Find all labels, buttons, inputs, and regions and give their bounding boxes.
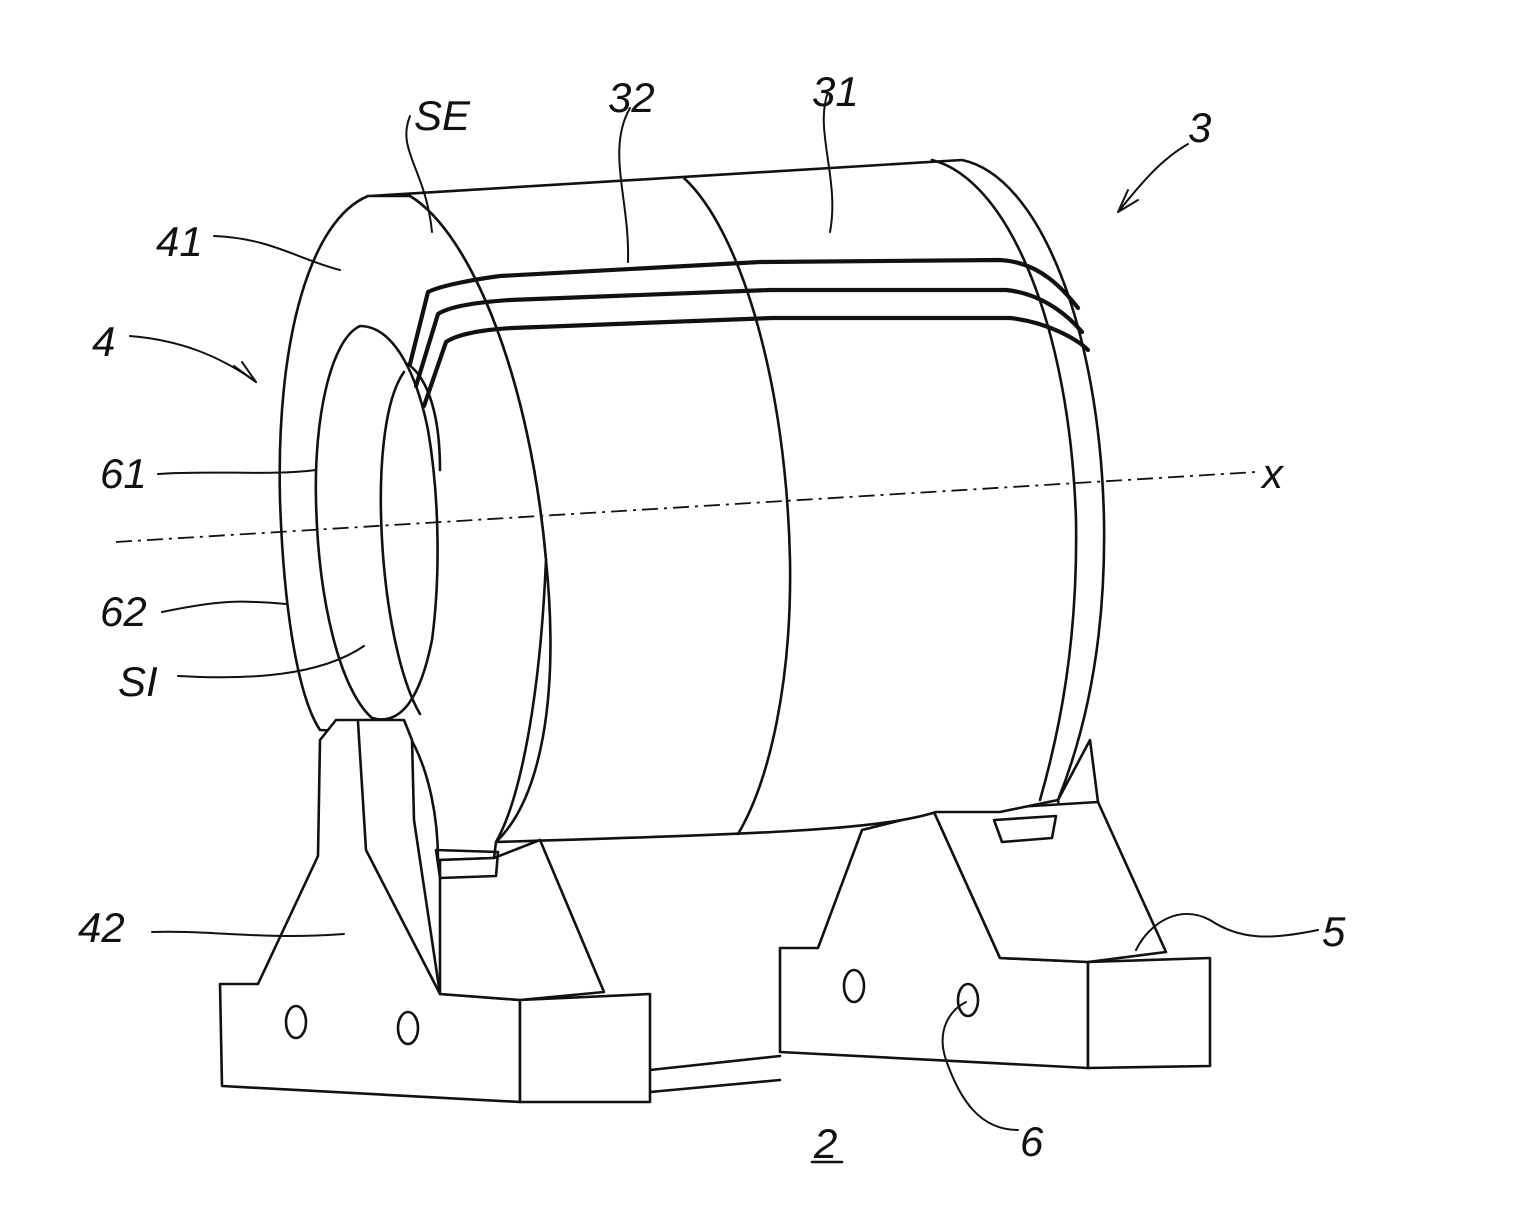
label-ref-41: 41 — [156, 218, 203, 265]
label-ref-32: 32 — [608, 74, 655, 121]
label-ref-3: 3 — [1188, 104, 1211, 151]
label-ref-61: 61 — [100, 450, 147, 497]
label-ref-4: 4 — [92, 318, 115, 365]
label-ref-2: 2 — [813, 1120, 837, 1167]
base-plate — [650, 1056, 780, 1092]
label-ref-si: SI — [118, 658, 158, 705]
label-ref-62: 62 — [100, 588, 147, 635]
label-ref-x: x — [1260, 450, 1285, 497]
label-ref-se: SE — [414, 92, 471, 139]
label-ref-42: 42 — [78, 904, 125, 951]
label-ref-6: 6 — [1020, 1118, 1044, 1165]
label-ref-5: 5 — [1322, 908, 1346, 955]
label-ref-31: 31 — [812, 68, 859, 115]
